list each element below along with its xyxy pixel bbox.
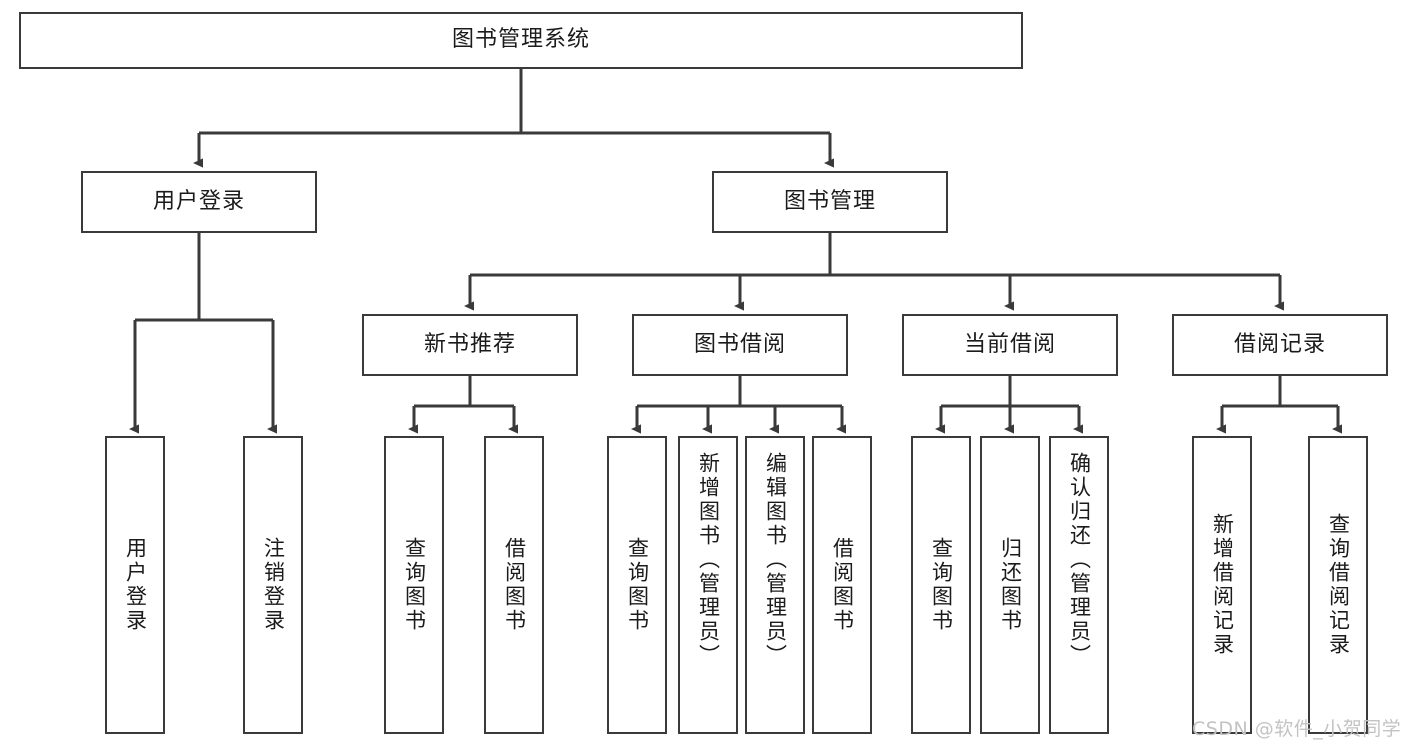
node-leaf-add-book-admin-label: 新增图书（管理员）: [696, 452, 721, 668]
node-leaf-confirm-return-admin-label: 确认归还（管理员）: [1067, 452, 1092, 668]
node-leaf-query-book-3[interactable]: 查询图书: [911, 436, 971, 734]
csdn-watermark: CSDN @软件_小贺同学: [1192, 718, 1402, 740]
node-current-borrow-label: 当前借阅: [963, 331, 1056, 357]
node-leaf-user-login-label: 用户登录: [123, 537, 148, 633]
node-leaf-query-book-2-label: 查询图书: [625, 537, 650, 633]
node-leaf-logout-login[interactable]: 注销登录: [243, 436, 303, 734]
node-user-login-label: 用户登录: [152, 188, 245, 214]
node-leaf-user-login[interactable]: 用户登录: [105, 436, 165, 734]
node-book-manage-label: 图书管理: [783, 188, 876, 214]
node-leaf-add-borrow-record[interactable]: 新增借阅记录: [1192, 436, 1252, 734]
node-leaf-add-borrow-record-label: 新增借阅记录: [1210, 513, 1235, 657]
node-leaf-borrow-book-1-label: 借阅图书: [502, 537, 527, 633]
node-borrow-record[interactable]: 借阅记录: [1172, 314, 1388, 376]
node-leaf-edit-book-admin-label: 编辑图书（管理员）: [763, 452, 788, 668]
node-leaf-query-book-1-label: 查询图书: [402, 537, 427, 633]
node-leaf-borrow-book-2-label: 借阅图书: [830, 537, 855, 633]
node-leaf-query-borrow-record-label: 查询借阅记录: [1326, 513, 1351, 657]
node-leaf-logout-login-label: 注销登录: [261, 537, 286, 633]
node-new-book-recommend[interactable]: 新书推荐: [362, 314, 578, 376]
node-leaf-return-book[interactable]: 归还图书: [980, 436, 1040, 734]
node-root[interactable]: 图书管理系统: [19, 12, 1023, 69]
node-leaf-return-book-label: 归还图书: [998, 537, 1023, 633]
node-book-manage[interactable]: 图书管理: [712, 171, 948, 233]
node-book-borrow[interactable]: 图书借阅: [632, 314, 848, 376]
node-new-book-recommend-label: 新书推荐: [423, 331, 516, 357]
node-leaf-borrow-book-1[interactable]: 借阅图书: [484, 436, 544, 734]
node-current-borrow[interactable]: 当前借阅: [902, 314, 1118, 376]
node-borrow-record-label: 借阅记录: [1233, 331, 1326, 357]
node-user-login[interactable]: 用户登录: [81, 171, 317, 233]
node-leaf-query-book-2[interactable]: 查询图书: [607, 436, 667, 734]
node-leaf-edit-book-admin[interactable]: 编辑图书（管理员）: [745, 436, 805, 734]
node-leaf-query-book-1[interactable]: 查询图书: [384, 436, 444, 734]
node-root-label: 图书管理系统: [451, 27, 590, 53]
node-leaf-confirm-return-admin[interactable]: 确认归还（管理员）: [1049, 436, 1109, 734]
node-leaf-add-book-admin[interactable]: 新增图书（管理员）: [678, 436, 738, 734]
node-book-borrow-label: 图书借阅: [693, 331, 786, 357]
node-leaf-query-borrow-record[interactable]: 查询借阅记录: [1308, 436, 1368, 734]
node-leaf-query-book-3-label: 查询图书: [929, 537, 954, 633]
node-leaf-borrow-book-2[interactable]: 借阅图书: [812, 436, 872, 734]
